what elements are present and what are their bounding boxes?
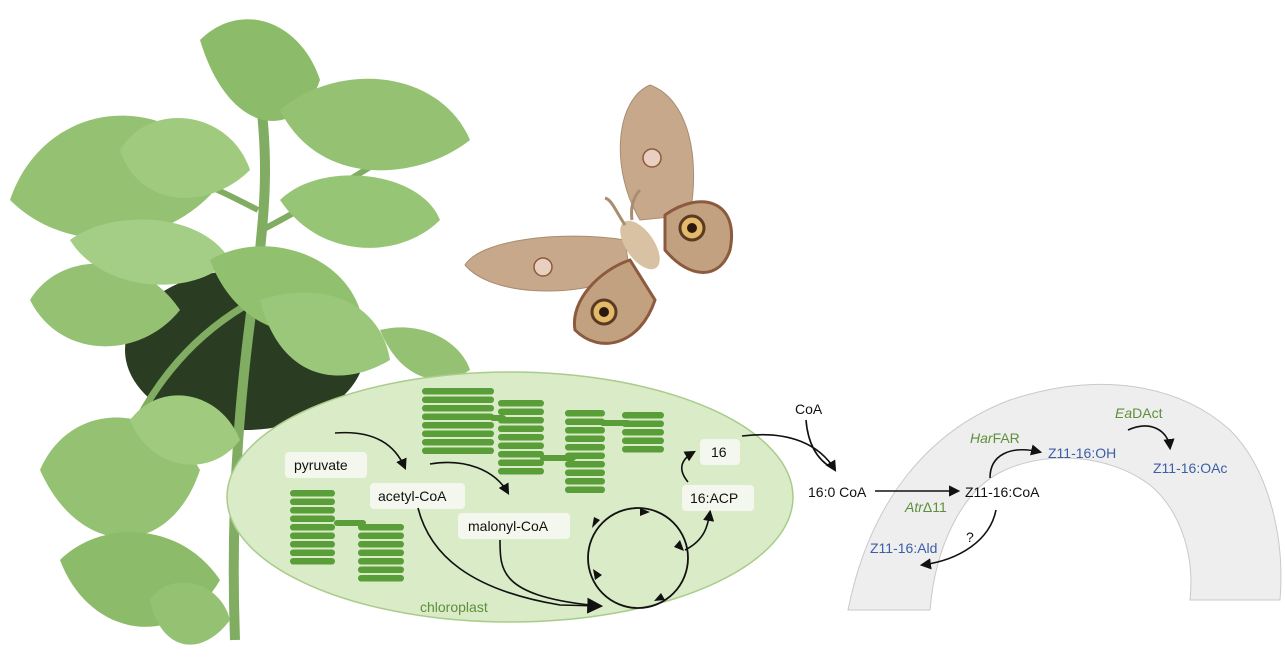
thylakoid-disc	[290, 558, 335, 565]
z11-coa-label: Z11-16:CoA	[965, 484, 1040, 500]
thylakoid-disc	[622, 446, 664, 453]
er-membrane-arc	[847, 383, 1282, 611]
stroma-lamella	[600, 420, 631, 426]
alcohol-product-label: Z11-16:OH	[1048, 445, 1116, 461]
thylakoid-disc	[422, 447, 494, 454]
thylakoid-disc	[290, 549, 335, 556]
thylakoid-disc	[498, 417, 544, 424]
thylakoid-disc	[565, 486, 605, 493]
coa-label: CoA	[795, 401, 823, 417]
malonyl-coa-label: malonyl-CoA	[468, 518, 549, 534]
thylakoid-disc	[290, 532, 335, 539]
reductase-label: HarFAR	[970, 430, 1020, 446]
thylakoid-disc	[498, 400, 544, 407]
thylakoid-disc	[622, 420, 664, 427]
stroma-lamella	[490, 415, 506, 421]
thylakoid-disc	[565, 444, 605, 451]
thylakoid-disc	[358, 549, 404, 556]
thylakoid-disc	[622, 429, 664, 436]
unknown-step-label: ?	[966, 529, 974, 545]
acp-label: 16:ACP	[690, 490, 738, 506]
stroma-lamella	[540, 455, 576, 461]
thylakoid-disc	[290, 490, 335, 497]
acetate-product-label: Z11-16:OAc	[1153, 460, 1227, 476]
thylakoid-disc	[358, 541, 404, 548]
thylakoid-disc	[498, 434, 544, 441]
acetyl-coa-label: acetyl-CoA	[378, 488, 447, 504]
thylakoid-disc	[498, 468, 544, 475]
thylakoid-disc	[290, 498, 335, 505]
thylakoid-disc	[565, 469, 605, 476]
thylakoid-disc	[498, 451, 544, 458]
thylakoid-stacks	[290, 388, 664, 582]
thylakoid-disc	[565, 461, 605, 468]
thylakoid-disc	[422, 405, 494, 412]
thylakoid-disc	[422, 396, 494, 403]
thylakoid-disc	[565, 478, 605, 485]
palmitoyl-coa-label: 16:0 CoA	[808, 484, 867, 500]
thylakoid-disc	[358, 575, 404, 582]
thylakoid-disc	[422, 413, 494, 420]
thylakoid-disc	[565, 427, 605, 434]
thylakoid-disc	[498, 459, 544, 466]
thylakoid-disc	[290, 541, 335, 548]
plant-illustration	[10, 19, 470, 645]
desaturase-label: AtrΔ11	[904, 499, 947, 515]
moth-illustration	[464, 84, 733, 345]
thylakoid-disc	[422, 430, 494, 437]
acetyltransferase-label: EaDAct	[1115, 405, 1163, 421]
aldehyde-product-label: Z11-16:Ald	[870, 540, 937, 556]
thylakoid-disc	[622, 437, 664, 444]
thylakoid-disc	[422, 422, 494, 429]
pyruvate-label: pyruvate	[294, 457, 348, 473]
thylakoid-disc	[358, 566, 404, 573]
thylakoid-disc	[290, 515, 335, 522]
thylakoid-disc	[565, 418, 605, 425]
thylakoid-disc	[422, 439, 494, 446]
thylakoid-disc	[422, 388, 494, 395]
chloroplast-arrows	[334, 431, 715, 614]
cytosol-arrows	[741, 419, 1175, 570]
thylakoid-disc	[358, 558, 404, 565]
thylakoid-disc	[498, 408, 544, 415]
fas-cycle	[587, 507, 689, 609]
thylakoid-disc	[358, 532, 404, 539]
thylakoid-disc	[290, 507, 335, 514]
thylakoid-disc	[290, 524, 335, 531]
chloroplast-label: chloroplast	[420, 599, 488, 615]
thylakoid-disc	[358, 524, 404, 531]
thylakoid-disc	[498, 425, 544, 432]
thylakoid-disc	[622, 412, 664, 419]
thylakoid-disc	[565, 435, 605, 442]
c16-label: 16	[711, 444, 727, 460]
thylakoid-disc	[498, 442, 544, 449]
thylakoid-disc	[565, 410, 605, 417]
stroma-lamella	[334, 520, 366, 526]
